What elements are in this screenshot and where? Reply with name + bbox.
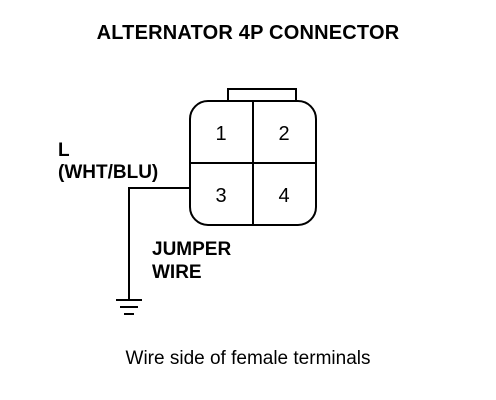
wire-color-code: (WHT/BLU) bbox=[58, 162, 159, 183]
jumper-wire bbox=[128, 187, 190, 300]
connector-latch bbox=[227, 88, 297, 101]
terminal-3-label: 3 bbox=[215, 185, 226, 207]
jumper-label-line2: WIRE bbox=[152, 262, 202, 283]
wire-terminal-letter: L bbox=[58, 140, 70, 161]
terminal-1-label: 1 bbox=[215, 123, 226, 145]
diagram-title: ALTERNATOR 4P CONNECTOR bbox=[96, 22, 400, 44]
wire-color-label: L (WHT/BLU) bbox=[58, 140, 158, 184]
ground-icon bbox=[116, 299, 142, 315]
jumper-wire-label: JUMPER WIRE bbox=[152, 238, 231, 284]
jumper-label-line1: JUMPER bbox=[152, 239, 232, 260]
diagram-caption: Wire side of female terminals bbox=[125, 348, 371, 369]
terminal-2-label: 2 bbox=[278, 123, 289, 145]
terminal-4-label: 4 bbox=[278, 185, 289, 207]
